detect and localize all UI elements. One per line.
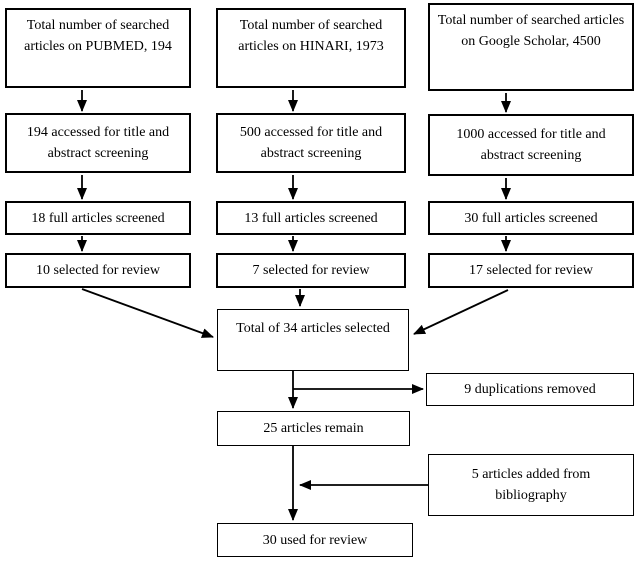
box-google-selected-label: 17 selected for review (469, 263, 593, 278)
box-hinari-accessed-label: 500 accessed for title and abstract scre… (239, 125, 383, 161)
box-pubmed-accessed-label: 194 accessed for title and abstract scre… (26, 125, 170, 161)
box-pubmed-searched: Total number of searched articles on PUB… (5, 8, 191, 88)
box-google-accessed-label: 1000 accessed for title and abstract scr… (456, 127, 606, 163)
box-pubmed-screened-label: 18 full articles screened (31, 210, 165, 226)
box-pubmed-accessed: 194 accessed for title and abstract scre… (5, 113, 191, 173)
box-google-searched-label: Total number of searched articles on Goo… (437, 13, 625, 49)
box-articles-added-label: 5 articles added from bibliography (471, 467, 591, 503)
box-hinari-searched-label: Total number of searched articles on HIN… (238, 18, 384, 54)
box-duplications-removed: 9 duplications removed (426, 373, 634, 406)
box-pubmed-selected-label: 10 selected for review (36, 263, 160, 278)
box-total-selected: Total of 34 articles selected (217, 309, 409, 371)
box-google-screened: 30 full articles screened (428, 201, 634, 235)
box-google-selected: 17 selected for review (428, 253, 634, 288)
box-duplications-removed-label: 9 duplications removed (464, 382, 596, 397)
box-google-searched: Total number of searched articles on Goo… (428, 3, 634, 91)
box-pubmed-selected: 10 selected for review (5, 253, 191, 288)
box-google-accessed: 1000 accessed for title and abstract scr… (428, 114, 634, 176)
box-pubmed-screened: 18 full articles screened (5, 201, 191, 235)
box-hinari-accessed: 500 accessed for title and abstract scre… (216, 113, 406, 173)
box-hinari-selected: 7 selected for review (216, 253, 406, 288)
box-used-for-review: 30 used for review (217, 523, 413, 557)
box-total-selected-label: Total of 34 articles selected (236, 321, 390, 336)
arrow-pubmed-selected-to-total (81, 288, 214, 338)
box-hinari-searched: Total number of searched articles on HIN… (216, 8, 406, 88)
box-articles-added: 5 articles added from bibliography (428, 454, 634, 516)
box-google-screened-label: 30 full articles screened (464, 210, 598, 226)
box-hinari-screened: 13 full articles screened (216, 201, 406, 235)
box-used-for-review-label: 30 used for review (262, 532, 368, 548)
box-hinari-screened-label: 13 full articles screened (244, 210, 378, 226)
arrow-google-selected-to-total (413, 289, 509, 335)
box-articles-remain: 25 articles remain (217, 411, 410, 446)
box-articles-remain-label: 25 articles remain (263, 421, 364, 436)
box-pubmed-searched-label: Total number of searched articles on PUB… (24, 18, 172, 54)
box-hinari-selected-label: 7 selected for review (252, 263, 370, 278)
